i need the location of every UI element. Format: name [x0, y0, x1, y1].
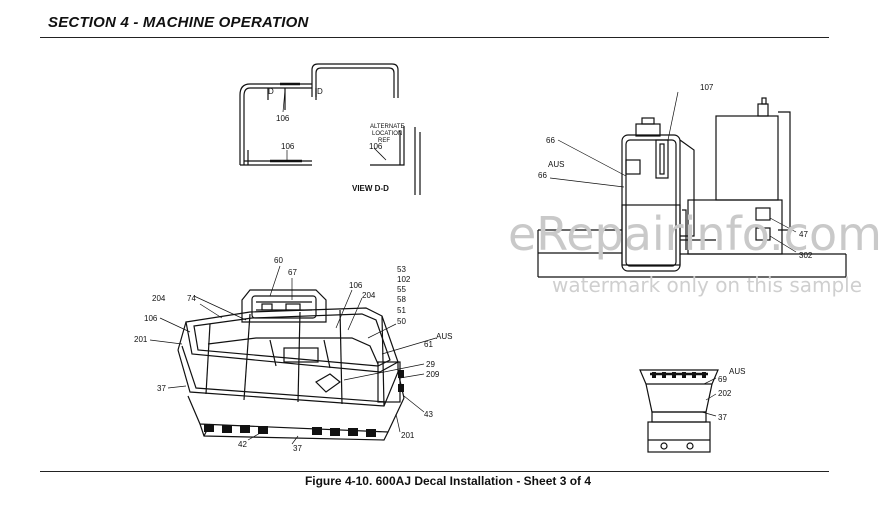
engine-labels: 107 66 AUS 66 47 302 — [538, 83, 813, 260]
callout-201-right: 201 — [401, 431, 415, 440]
callout-60: 60 — [274, 256, 283, 265]
callout-106-left: 106 — [144, 314, 158, 323]
aus-label-engine: AUS — [548, 160, 564, 169]
platform-basket — [177, 289, 405, 441]
callout-106-bottom: 106 — [281, 142, 295, 151]
callout-67: 67 — [288, 268, 297, 277]
callout-66-aus: 66 — [538, 171, 547, 180]
location-label: LOCATION — [372, 131, 402, 137]
figure-caption: Figure 4-10. 600AJ Decal Installation - … — [304, 474, 592, 488]
callout-51: 51 — [397, 306, 406, 315]
view-dd-labels: D D 106 106 ALTERNATE LOCATION REF 106 V… — [268, 87, 404, 193]
aus-label-rear: AUS — [729, 367, 745, 376]
callout-37-bottom: 37 — [293, 444, 302, 453]
rear-view — [639, 369, 719, 453]
platform-labels: 60 67 74 204 106 201 37 42 37 106 204 53… — [134, 256, 452, 453]
callout-50: 50 — [397, 317, 406, 326]
hazard-stripes — [204, 370, 404, 437]
callout-204-right: 204 — [362, 291, 376, 300]
view-dd-label: VIEW D-D — [352, 184, 389, 193]
engine-leaders — [549, 91, 797, 253]
rear-stripes — [652, 372, 706, 378]
footer-rule — [40, 471, 829, 472]
callout-42: 42 — [238, 440, 247, 449]
view-dd-detail — [239, 63, 421, 195]
callout-55: 55 — [397, 285, 406, 294]
callout-106-top: 106 — [276, 114, 290, 123]
header-rule — [40, 37, 829, 38]
rear-leaders — [701, 377, 717, 417]
callout-53: 53 — [397, 265, 406, 274]
section-title: SECTION 4 - MACHINE OPERATION — [48, 14, 309, 31]
callout-107: 107 — [700, 83, 714, 92]
callout-106-alt: 106 — [369, 142, 383, 151]
callout-201-left: 201 — [134, 335, 148, 344]
callout-209: 209 — [426, 370, 440, 379]
callout-37-rear: 37 — [718, 413, 727, 422]
callout-302: 302 — [799, 251, 813, 260]
callout-204-left: 204 — [152, 294, 166, 303]
callout-106-right: 106 — [349, 281, 363, 290]
callout-43: 43 — [424, 410, 433, 419]
callout-29: 29 — [426, 360, 435, 369]
callout-202: 202 — [718, 389, 732, 398]
aus-label-platform: AUS — [436, 332, 452, 341]
watermark-main: eRepairinfo.com — [508, 207, 882, 261]
engine-view — [537, 97, 847, 278]
callout-102: 102 — [397, 275, 411, 284]
callout-69: 69 — [718, 375, 727, 384]
callout-66: 66 — [546, 136, 555, 145]
view-dd-leaders — [282, 89, 288, 161]
section-mark-right: D — [317, 87, 323, 96]
callout-74: 74 — [187, 294, 196, 303]
platform-leaders — [149, 265, 437, 445]
ref-label: REF — [378, 138, 390, 144]
callout-37-left: 37 — [157, 384, 166, 393]
alternate-label: ALTERNATE — [370, 124, 404, 130]
rear-labels: AUS 69 202 37 — [718, 367, 745, 422]
callout-47: 47 — [799, 230, 808, 239]
callout-61: 61 — [424, 340, 433, 349]
watermark-sub: watermark only on this sample — [552, 273, 862, 297]
section-mark-left: D — [268, 87, 274, 96]
callout-58: 58 — [397, 295, 406, 304]
